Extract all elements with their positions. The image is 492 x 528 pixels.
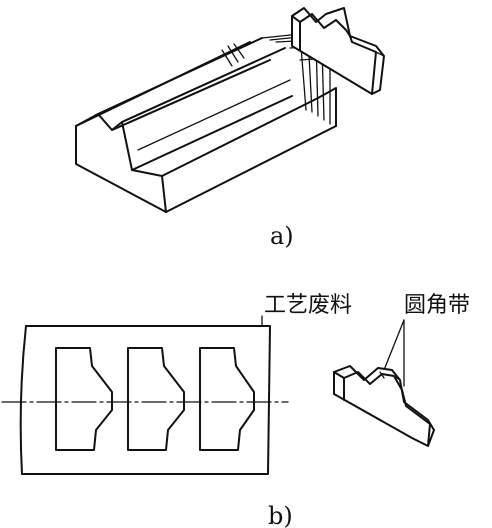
- blank-3: [199, 347, 255, 451]
- label-fillet: 圆角带: [404, 293, 470, 318]
- cut-part-b: [333, 365, 435, 447]
- fillet-leader-1: [383, 319, 405, 371]
- cut-part-a: [291, 7, 385, 95]
- figure-b: 工艺废料 圆角带 b): [1, 293, 470, 528]
- label-scrap: 工艺废料: [264, 293, 352, 318]
- blank-2: [127, 347, 185, 451]
- extruded-bar: [75, 33, 337, 213]
- strip-outline: [21, 325, 271, 475]
- figure-a: a): [75, 7, 385, 250]
- caption-b: b): [268, 502, 293, 528]
- caption-a: a): [270, 222, 294, 250]
- blank-1: [55, 347, 113, 451]
- strip-left-edge: [19, 325, 27, 475]
